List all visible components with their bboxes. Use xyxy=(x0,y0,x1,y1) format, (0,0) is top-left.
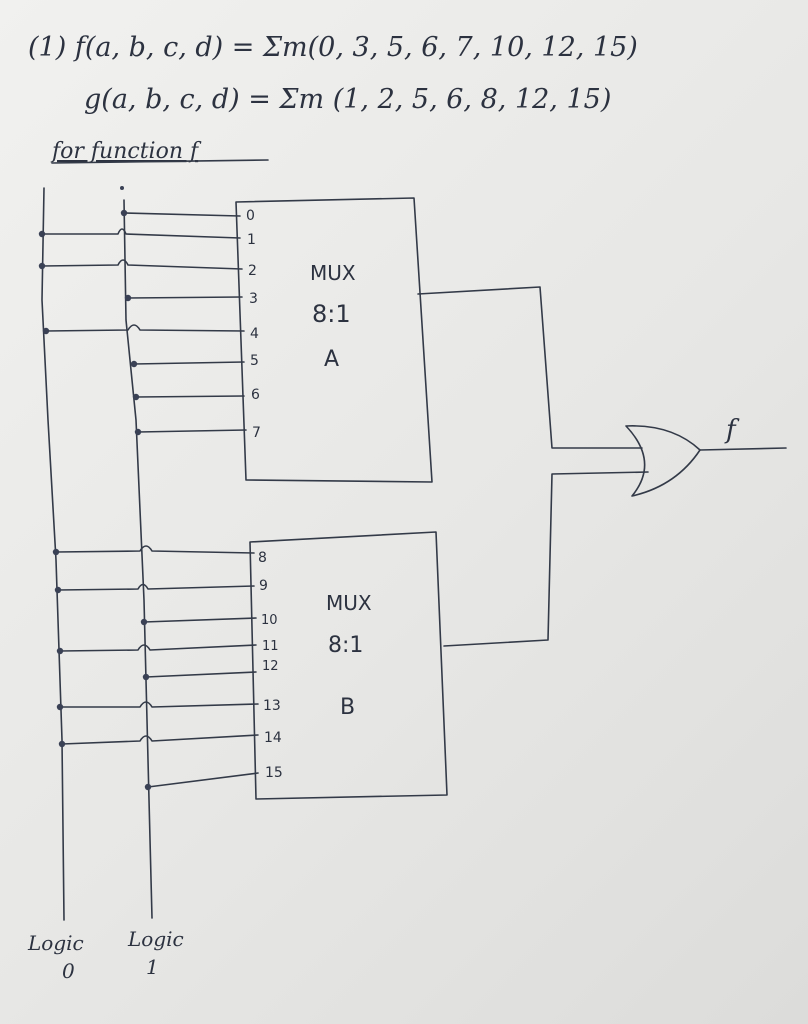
junction-dot xyxy=(56,647,64,655)
section-heading: for function f xyxy=(50,139,202,164)
junction-dot xyxy=(58,740,66,748)
mux-b-input-label: 13 xyxy=(263,698,281,714)
mux-b-wire-15 xyxy=(147,772,259,788)
junction-dot xyxy=(38,230,46,238)
mux-a-wire-0 xyxy=(123,212,241,217)
mux-b-output-wire xyxy=(443,471,649,647)
mux-a-wire-1 xyxy=(41,228,241,239)
mux-b-input-label: 8 xyxy=(258,550,267,566)
logic1-rail xyxy=(123,199,153,919)
junction-dot xyxy=(134,428,142,436)
junction-dot xyxy=(52,548,60,556)
junction-dot xyxy=(56,703,64,711)
or-gate xyxy=(625,425,701,497)
mux-a-title: MUX xyxy=(310,261,356,285)
mux-a-wire-5 xyxy=(133,361,245,365)
mux-b-wire-10 xyxy=(143,617,257,623)
mux-a-input-label: 3 xyxy=(249,291,258,307)
mux-b-wire-14 xyxy=(61,734,259,745)
mux-b-wire-11 xyxy=(59,644,257,652)
logic1-value: 1 xyxy=(146,955,159,979)
output-label: f xyxy=(724,415,740,445)
junction-dot xyxy=(38,262,46,270)
mux-b-input-label: 10 xyxy=(261,613,278,628)
mux-a-input-label: 1 xyxy=(247,232,256,248)
mux-a-wire-2 xyxy=(41,259,243,270)
mux-b-box xyxy=(249,531,448,800)
logic1-label: Logic xyxy=(127,927,184,951)
equation-g: g(a, b, c, d) = Σm (1, 2, 5, 6, 8, 12, 1… xyxy=(84,84,611,115)
junction-dot xyxy=(140,618,148,626)
mux-a-input-label: 4 xyxy=(250,326,259,342)
mux-a-wire-6 xyxy=(135,395,245,398)
mux-b-input-label: 15 xyxy=(265,765,283,781)
mux-b-title: MUX xyxy=(326,591,372,615)
logic0-rail xyxy=(41,187,65,921)
junction-dot xyxy=(144,783,152,791)
mux-a-input-label: 2 xyxy=(248,263,257,279)
mux-a-letter: A xyxy=(324,347,339,372)
equation-f: (1) f(a, b, c, d) = Σm(0, 3, 5, 6, 7, 10… xyxy=(28,32,638,63)
mux-a-box xyxy=(235,197,433,483)
mux-a-wire-3 xyxy=(127,296,243,299)
mux-b-input-label: 14 xyxy=(264,730,282,746)
rail-top-dot xyxy=(120,186,124,190)
junction-dot xyxy=(124,294,132,302)
mux-a-wire-4 xyxy=(45,324,245,332)
junction-dot xyxy=(42,327,50,335)
mux-b-input-label: 9 xyxy=(259,578,268,594)
mux-b-wire-8 xyxy=(55,545,255,554)
junction-dot xyxy=(54,586,62,594)
mux-b-input-label: 12 xyxy=(262,659,279,674)
mux-a-input-label: 0 xyxy=(246,208,255,224)
or-output-wire xyxy=(699,447,787,451)
mux-b-letter: B xyxy=(340,695,355,720)
mux-a-wire-7 xyxy=(137,429,247,433)
mux-b-size: 8:1 xyxy=(328,633,363,658)
mux-a-output-wire xyxy=(417,286,643,449)
junction-dot xyxy=(130,360,138,368)
mux-a-input-label: 5 xyxy=(250,353,259,369)
junction-dot xyxy=(132,393,140,401)
junction-dot xyxy=(142,673,150,681)
logic0-value: 0 xyxy=(62,959,75,983)
mux-b-wire-12 xyxy=(145,671,257,678)
mux-b-input-label: 11 xyxy=(262,639,279,654)
mux-a-input-label: 7 xyxy=(252,425,261,441)
mux-a-size: 8:1 xyxy=(312,300,351,328)
mux-b-wire-9 xyxy=(57,583,255,591)
mux-b-wire-13 xyxy=(59,701,259,708)
heading-underline xyxy=(51,159,269,164)
logic0-label: Logic xyxy=(27,931,84,955)
junction-dot xyxy=(120,209,128,217)
mux-a-input-label: 6 xyxy=(251,387,260,403)
